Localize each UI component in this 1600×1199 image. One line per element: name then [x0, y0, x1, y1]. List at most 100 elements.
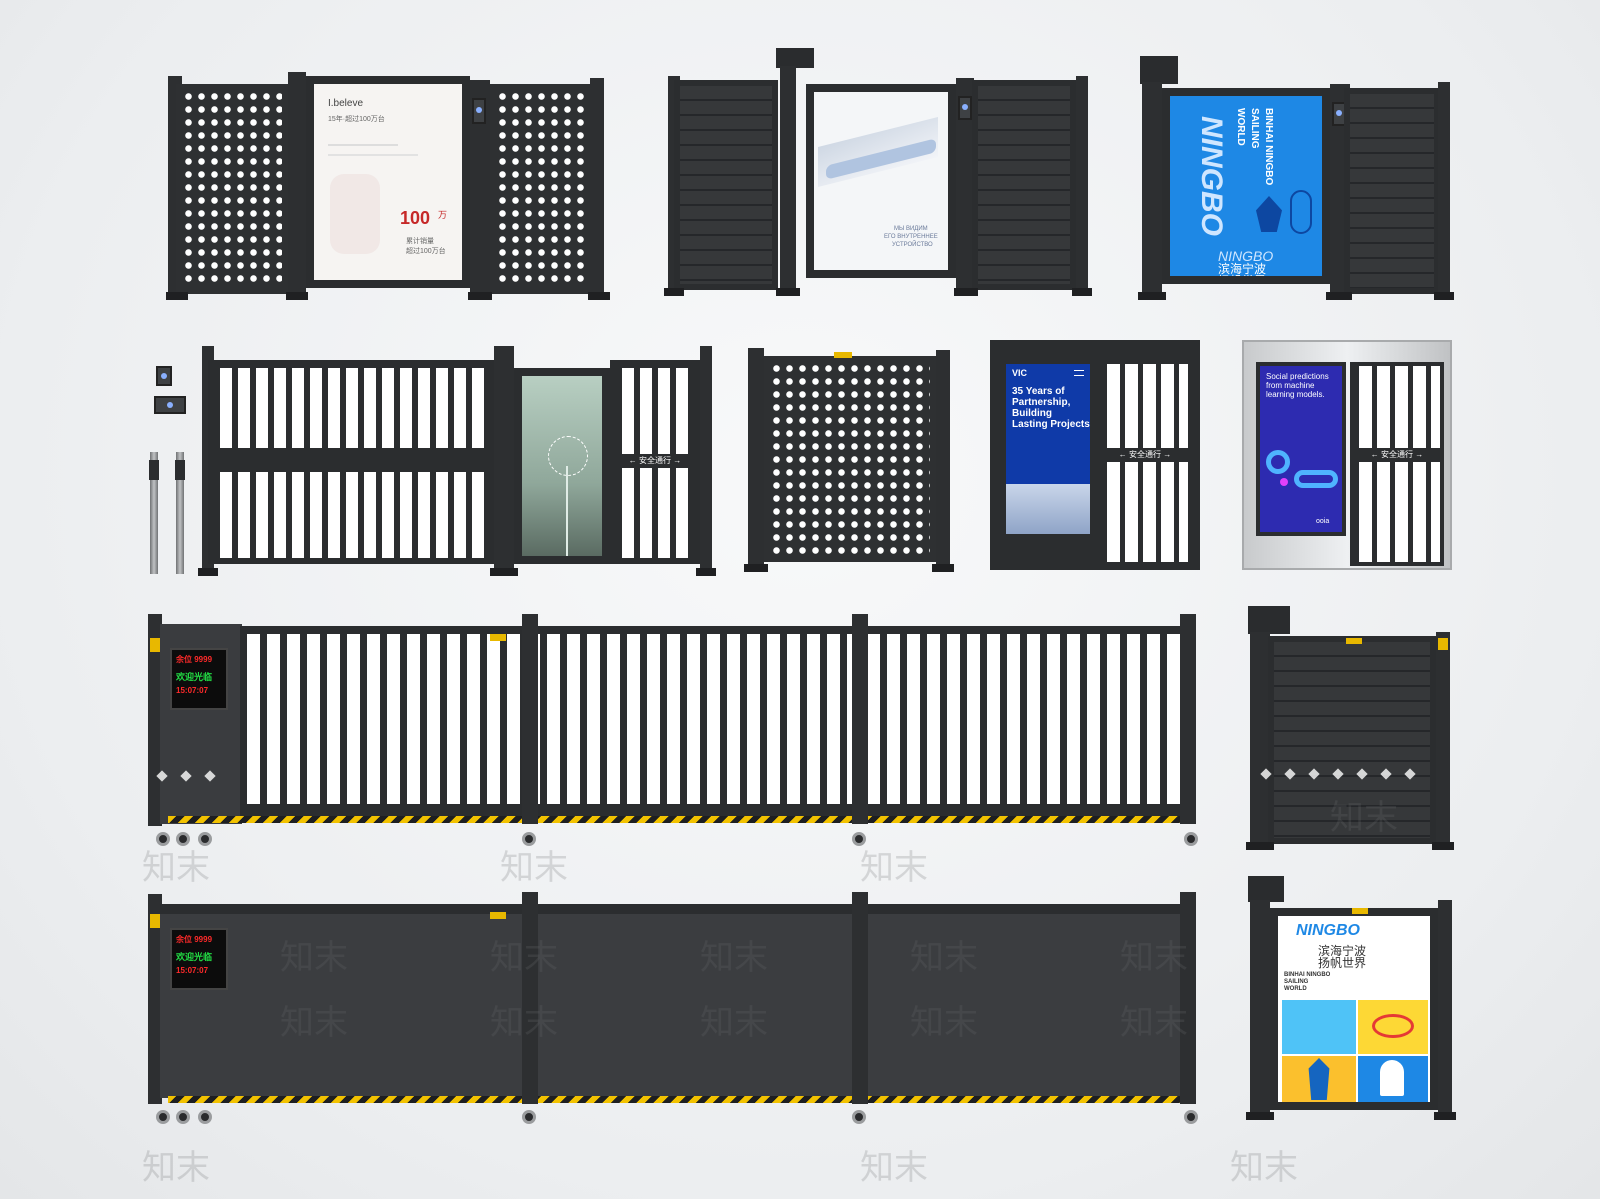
pass-sign: ← 安全通行 → — [1102, 448, 1188, 462]
tower-graphic — [566, 466, 568, 556]
watermark: 知末 — [860, 848, 928, 888]
gate-post — [494, 346, 514, 572]
gate-motor-housing — [776, 48, 814, 68]
gate-post — [288, 72, 306, 296]
watermark: 知末 — [500, 848, 568, 888]
gate-foot — [490, 568, 518, 576]
brand-tag — [490, 912, 506, 919]
ring-icon — [1372, 1014, 1414, 1038]
advert-divider — [328, 144, 398, 146]
watermark: 知末 — [142, 848, 210, 888]
gate-foot — [1246, 842, 1274, 850]
advert-cn: 滨海宁波 — [1218, 262, 1267, 276]
brand-tag — [490, 634, 506, 641]
warning-label — [150, 638, 160, 652]
led-display: 余位 9999 欢迎光临 15:07:07 — [170, 648, 228, 710]
perforated-panel — [764, 356, 936, 562]
bar-infill — [240, 634, 1196, 810]
advert-line: WORLD — [1235, 108, 1246, 146]
map-graphic — [330, 174, 380, 254]
pass-sign: ← 安全通行 → — [614, 454, 696, 468]
hazard-stripe — [168, 816, 1190, 823]
gate-post — [1438, 82, 1450, 296]
gate-foot — [776, 288, 800, 296]
gate-post — [470, 80, 490, 296]
slatted-panel — [674, 80, 778, 290]
gate-foot — [744, 564, 768, 572]
wheel-icon — [176, 832, 190, 846]
gate-post — [1180, 892, 1196, 1104]
advert-brand: I.beleve — [328, 98, 364, 109]
brand-tag — [1352, 908, 1368, 914]
bar-panel — [1350, 362, 1444, 566]
gate-post — [522, 614, 538, 824]
slatted-panel — [972, 80, 1076, 290]
bollard-reader-icon — [175, 460, 185, 480]
poster-line: BINHAI NINGBO — [1284, 972, 1331, 978]
firework-graphic — [548, 436, 588, 476]
gate-foot — [664, 288, 684, 296]
pagoda-icon — [1256, 196, 1282, 232]
wheel-icon — [198, 832, 212, 846]
top-rail — [240, 626, 1196, 636]
pagoda-icon — [1308, 1058, 1330, 1100]
advert-line: SAILING — [1249, 108, 1260, 149]
wheel-icon — [852, 832, 866, 846]
gate-post — [936, 350, 950, 568]
advert-board: BINHAI NINGBO SAILING WORLD NINGBO NINGB… — [1162, 88, 1330, 284]
gate-motor-housing — [1140, 56, 1178, 84]
advert-caption: 超过100万台 — [406, 248, 446, 255]
poster-tile — [1282, 1000, 1356, 1054]
ring-graphic — [1266, 450, 1290, 474]
sail-icon — [1380, 1060, 1404, 1096]
gate-motor-housing — [1248, 606, 1290, 634]
gate-post — [1076, 76, 1088, 292]
gate-foot — [1138, 292, 1166, 300]
brand-tag — [834, 352, 852, 358]
poster-text: ЕГО ВНУТРЕННЕЕ — [884, 234, 938, 240]
gate-foot — [198, 568, 218, 576]
gate-foot — [1246, 1112, 1274, 1120]
card-reader-icon — [156, 366, 172, 386]
gate-post — [522, 892, 538, 1104]
bollard-post — [176, 452, 184, 574]
card-reader-icon — [154, 396, 186, 414]
menu-icon — [1074, 370, 1084, 376]
led-display: 余位 9999 欢迎光临 15:07:07 — [170, 928, 228, 990]
led-line: 余位 9999 — [176, 935, 213, 944]
advert-board: I.beleve 15年·超过100万台 100 万 累计销量 超过100万台 — [306, 76, 470, 288]
bollard-reader-icon — [149, 460, 159, 480]
gate-foot — [588, 292, 610, 300]
gate-foot — [1434, 292, 1454, 300]
gate-post — [148, 894, 162, 1104]
bar-panel-lower — [208, 464, 496, 564]
poster-text: МЫ ВИДИМ — [894, 226, 928, 232]
led-line: 欢迎光临 — [176, 952, 213, 962]
poster-cn: 扬帆世界 — [1318, 956, 1367, 970]
digital-screen: VIC 35 Years of Partnership, Building La… — [1002, 360, 1094, 538]
face-recognition-camera-icon — [472, 98, 486, 124]
pass-sign: ← 安全通行 → — [1354, 448, 1440, 462]
poster-tile — [1358, 1056, 1428, 1102]
screen-brand: ooia — [1316, 518, 1330, 525]
wheel-icon — [522, 832, 536, 846]
poster-line: SAILING — [1284, 979, 1309, 985]
advert-logo-small: NINGBO — [1218, 248, 1274, 264]
gate-foot — [932, 564, 954, 572]
watermark: 知末 — [142, 1148, 210, 1188]
gate-motor-housing — [1248, 876, 1284, 902]
gate-foot — [1432, 842, 1454, 850]
advert-cn: 扬帆世界 — [1218, 274, 1267, 284]
wheel-icon — [1184, 832, 1198, 846]
advert-big-suffix: 万 — [438, 210, 448, 220]
sail-icon — [1290, 190, 1312, 234]
watermark: 知末 — [860, 1148, 928, 1188]
digital-screen — [514, 368, 610, 564]
mid-rail — [208, 452, 496, 466]
slatted-panel — [1268, 636, 1436, 844]
vic-headline: 35 Years of Partnership, Building Lastin… — [1012, 386, 1090, 430]
building-photo — [1006, 484, 1090, 534]
perforated-panel — [490, 84, 590, 294]
gate-post — [590, 78, 604, 296]
